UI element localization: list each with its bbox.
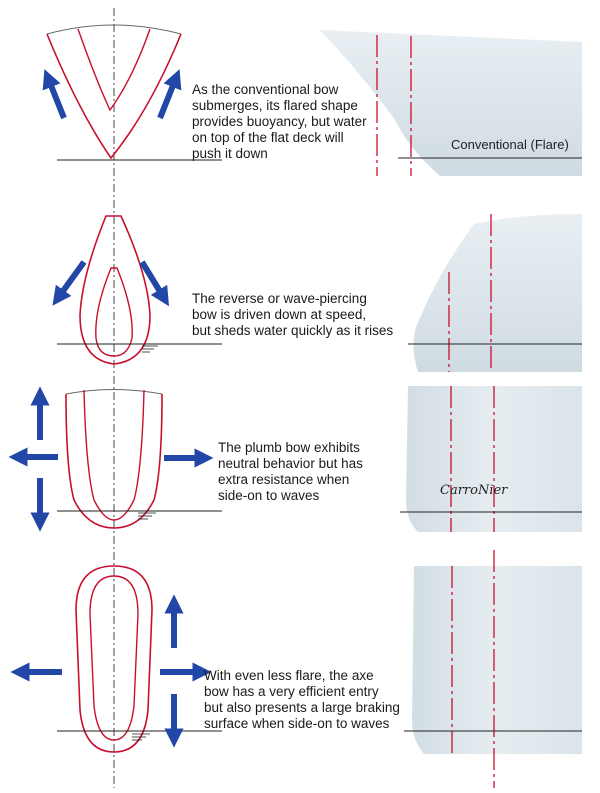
conventional-outer-hull: [46, 33, 182, 160]
arrow-up-left-1: [42, 69, 67, 120]
axe-outer-hull: [75, 565, 153, 753]
plumb-outer-hull: [65, 393, 163, 529]
wp-hull-profile: [413, 214, 582, 372]
arrow-down-left-2: [52, 260, 87, 306]
plumb-inner-line: [83, 389, 145, 521]
panel-wave-piercing-bow: [52, 214, 582, 372]
conventional-profile: [320, 30, 582, 176]
conventional-section: [42, 24, 222, 161]
caption-plumb: The plumb bow exhibits neutral behavior …: [218, 440, 363, 503]
label-conventional-flare: Conventional (Flare): [451, 137, 569, 152]
caption-axe: With even less flare, the axe bow has a …: [204, 668, 400, 731]
conventional-deck-arc: [46, 24, 182, 35]
wp-inner-line: [95, 267, 133, 357]
conventional-hull-profile: [320, 30, 582, 176]
plumb-section: [8, 386, 222, 532]
wave-piercing-profile: [408, 214, 582, 372]
conventional-inner-line: [77, 28, 151, 112]
panel-conventional-bow: [42, 24, 582, 176]
plumb-profile: [400, 386, 582, 532]
panel-plumb-bow: [8, 386, 582, 532]
plumb-deck-arc: [65, 389, 163, 395]
panel-axe-bow: [10, 550, 582, 788]
arrow-down-right-2: [139, 260, 170, 307]
axe-hull-profile: [412, 566, 582, 754]
wave-piercing-section: [52, 215, 222, 365]
caption-wave-piercing: The reverse or wave-piercing bow is driv…: [192, 291, 394, 338]
arrow-up-right-1: [157, 69, 182, 120]
wp-outer-hull: [79, 215, 151, 365]
axe-section: [10, 565, 222, 753]
signature: CarroNier: [440, 483, 508, 498]
axe-inner-line: [89, 575, 139, 741]
axe-profile: [404, 550, 582, 788]
caption-conventional: As the conventional bow submerges, its f…: [192, 82, 367, 161]
